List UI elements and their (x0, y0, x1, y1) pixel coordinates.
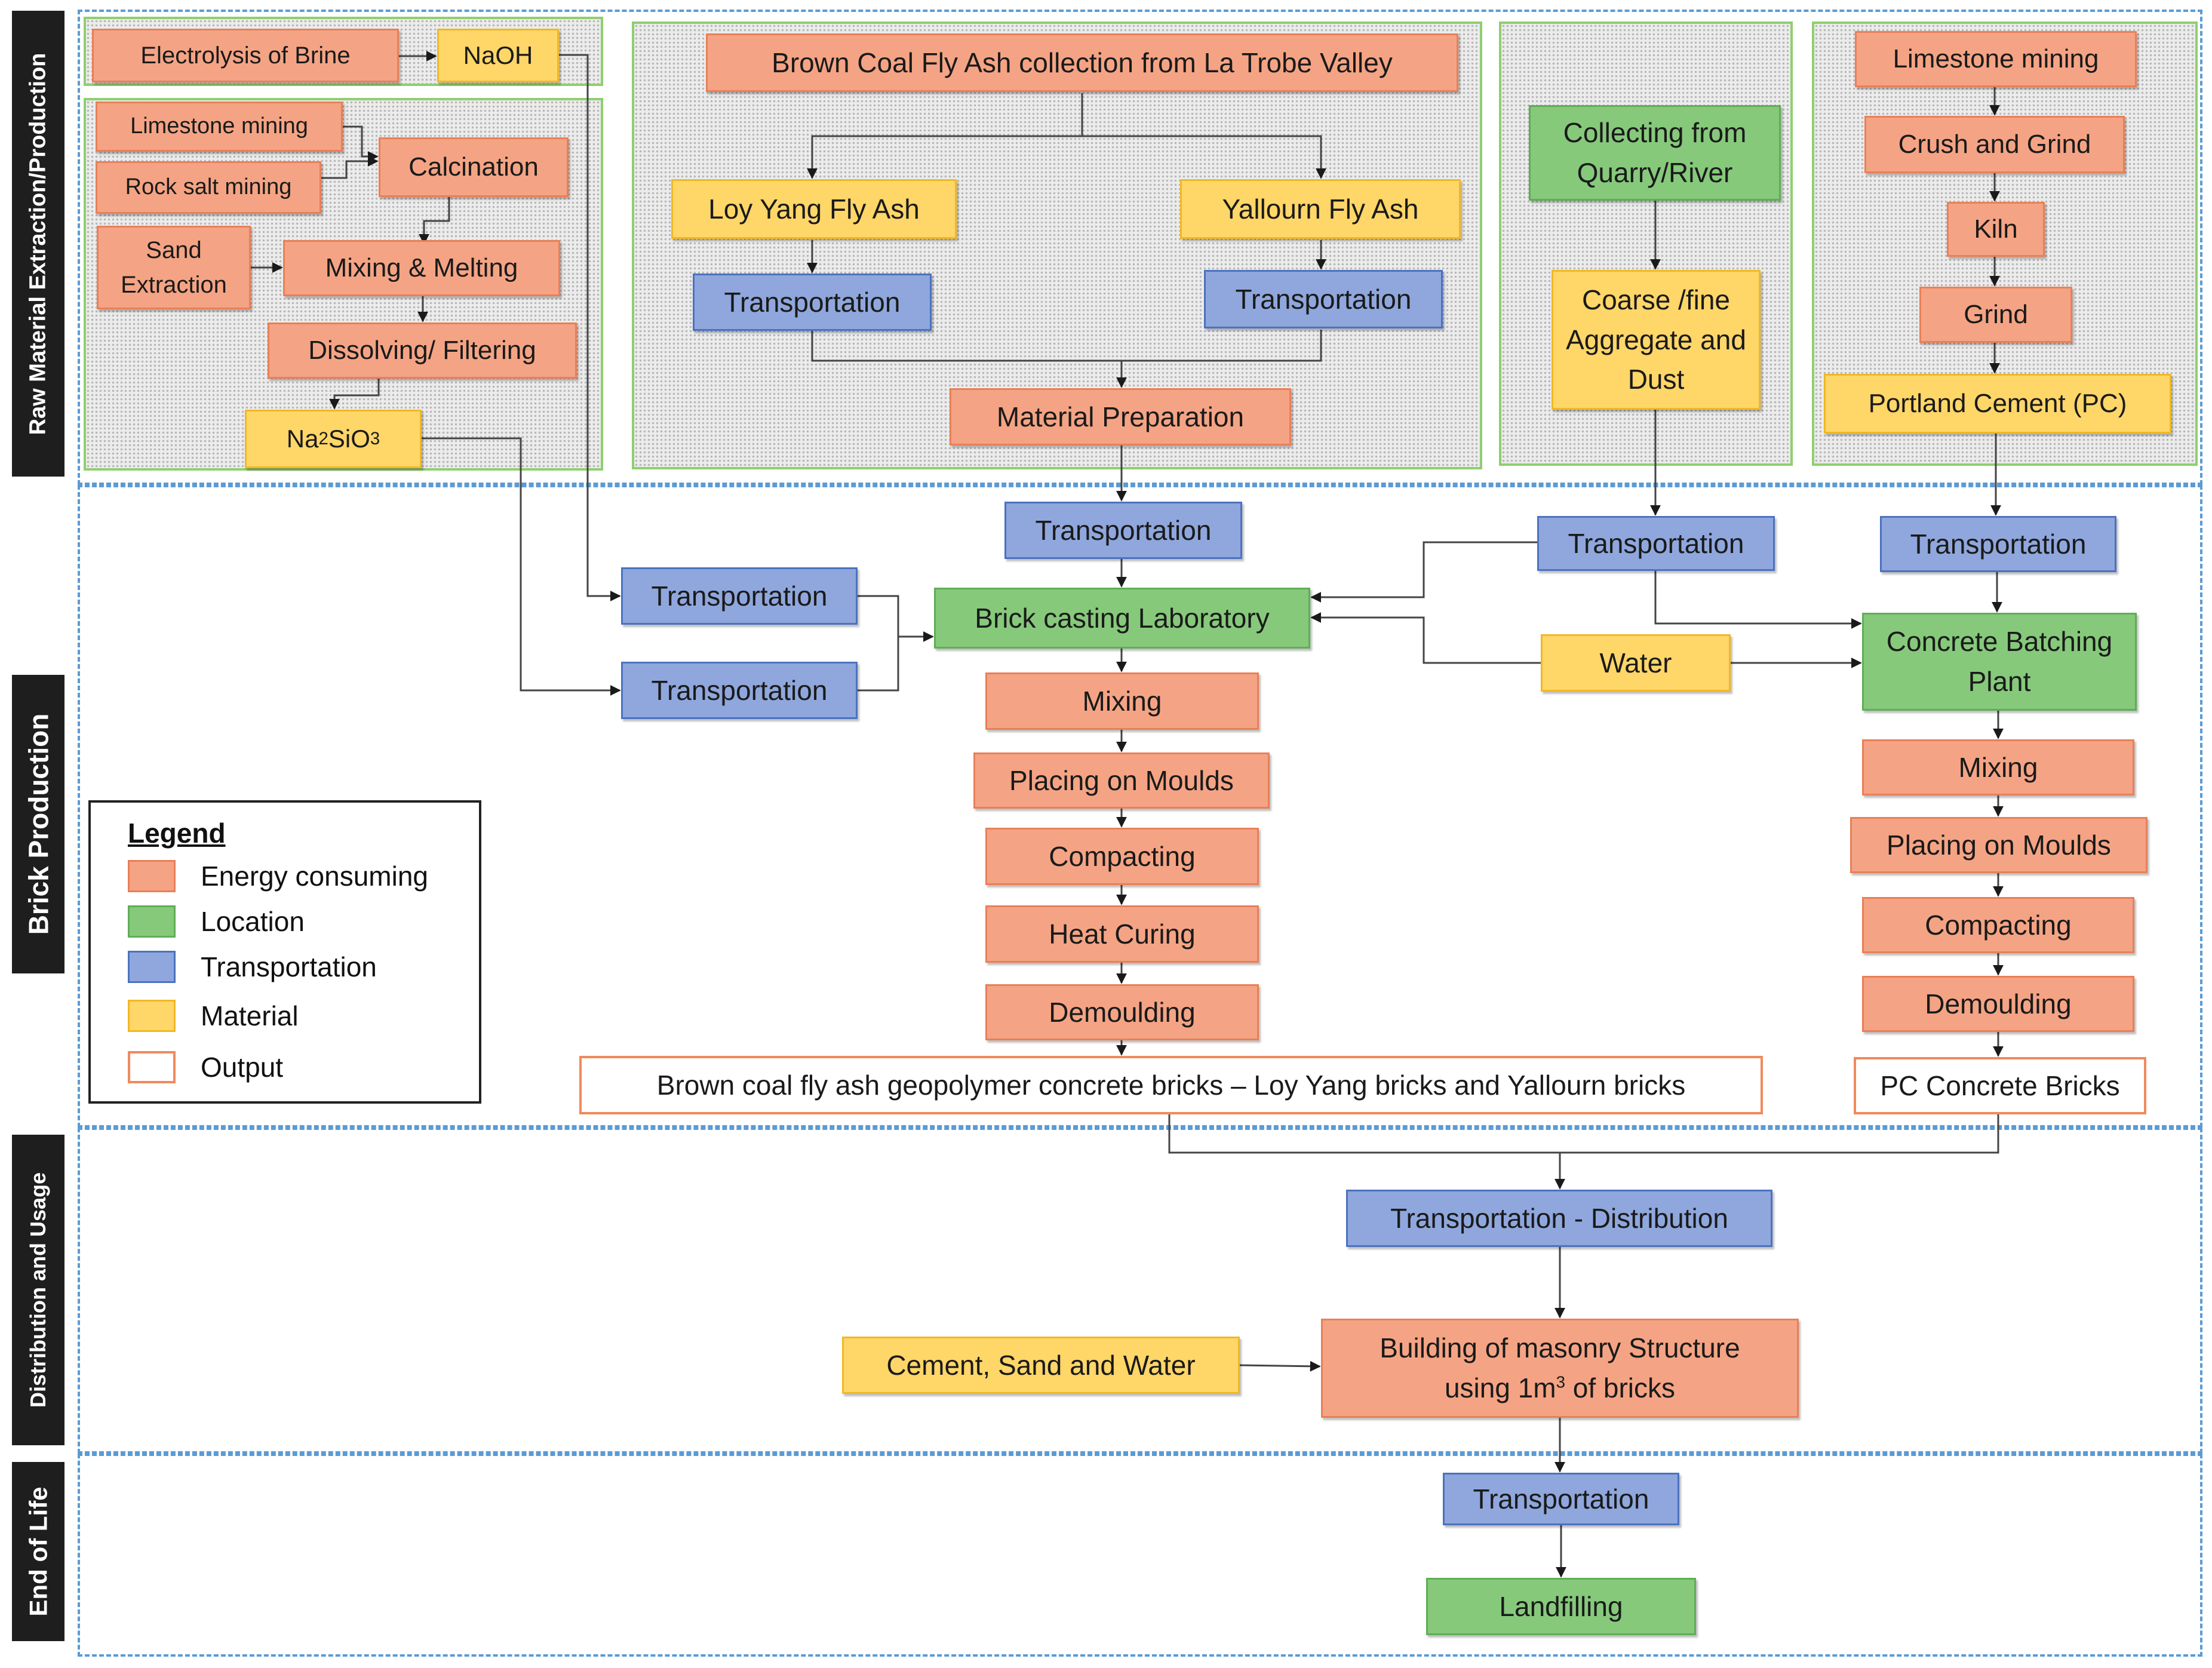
node-brown-coal-fly-ash-collection: Brown Coal Fly Ash collection from La Tr… (706, 33, 1458, 92)
node-yallourn-fly-ash: Yallourn Fly Ash (1180, 179, 1461, 239)
node-gp-heat-curing: Heat Curing (985, 905, 1259, 963)
stage-label-eol: End of Life (12, 1462, 64, 1641)
legend-label-output: Output (201, 1052, 284, 1083)
group-fly-ash (632, 21, 1482, 469)
node-material-preparation: Material Preparation (950, 388, 1291, 446)
stage-label-brick: Brick Production (12, 675, 64, 973)
node-transportation-end-of-life: Transportation (1443, 1473, 1679, 1525)
node-pc-demoulding: Demoulding (1862, 976, 2134, 1032)
node-collecting-from-quarry: Collecting from Quarry/River (1529, 105, 1781, 201)
node-gp-placing-on-moulds: Placing on Moulds (973, 752, 1270, 809)
node-transportation-distribution: Transportation - Distribution (1346, 1190, 1772, 1247)
node-transportation-silicate: Transportation (621, 662, 858, 719)
legend-swatch-transportation (128, 951, 176, 983)
silicate-text-sub1: 2 (318, 428, 328, 449)
legend: Legend Energy consuming Location Transpo… (88, 800, 481, 1104)
node-pc-mixing: Mixing (1862, 739, 2134, 795)
node-brick-casting-laboratory: Brick casting Laboratory (934, 588, 1310, 649)
node-transportation-aggregate: Transportation (1537, 516, 1775, 571)
node-loy-yang-fly-ash: Loy Yang Fly Ash (671, 179, 957, 239)
node-mixing-melting: Mixing & Melting (283, 240, 560, 296)
stage-label-raw: Raw Material Extraction/Production (12, 11, 64, 477)
node-transportation-cement: Transportation (1880, 516, 2116, 572)
stage-region-eol (78, 1454, 2202, 1657)
stage-region-distribution (78, 1128, 2202, 1454)
legend-swatch-output (128, 1051, 176, 1083)
node-landfilling: Landfilling (1426, 1578, 1696, 1635)
node-concrete-batching-plant: Concrete Batching Plant (1862, 613, 2137, 711)
node-grind: Grind (1919, 287, 2072, 343)
node-naoh: NaOH (437, 29, 559, 82)
node-electrolysis-of-brine: Electrolysis of Brine (92, 29, 399, 82)
stage-region-raw (78, 10, 2202, 485)
legend-title: Legend (128, 818, 226, 849)
building-line-2: using 1m3 of bricks (1445, 1368, 1675, 1408)
node-pc-placing-on-moulds: Placing on Moulds (1850, 817, 2148, 873)
node-gp-compacting: Compacting (985, 828, 1259, 885)
legend-row-transportation: Transportation (128, 951, 377, 983)
legend-label-energy: Energy consuming (201, 861, 428, 892)
silicate-text-na: Na (286, 424, 319, 453)
legend-label-material: Material (201, 1000, 299, 1031)
node-cement-sand-water: Cement, Sand and Water (842, 1337, 1240, 1394)
building-text-a: using 1m (1444, 1372, 1556, 1403)
node-rock-salt-mining: Rock salt mining (96, 161, 321, 214)
node-calcination: Calcination (379, 137, 569, 197)
node-geopolymer-bricks-output: Brown coal fly ash geopolymer concrete b… (579, 1056, 1763, 1114)
building-text-b: of bricks (1565, 1372, 1676, 1403)
legend-row-location: Location (128, 905, 305, 938)
legend-swatch-energy (128, 860, 176, 892)
legend-row-material: Material (128, 1000, 299, 1032)
node-dissolving-filtering: Dissolving/ Filtering (268, 322, 577, 379)
node-kiln: Kiln (1947, 202, 2045, 257)
node-crush-and-grind: Crush and Grind (1864, 116, 2125, 173)
node-water: Water (1541, 634, 1731, 692)
building-line-1: Building of masonry Structure (1380, 1332, 1740, 1364)
building-text-sup: 3 (1556, 1372, 1565, 1391)
node-gp-demoulding: Demoulding (985, 984, 1259, 1040)
legend-label-location: Location (201, 906, 305, 937)
legend-label-transportation: Transportation (201, 951, 377, 982)
node-sand-extraction: Sand Extraction (97, 226, 251, 309)
node-portland-cement: Portland Cement (PC) (1824, 374, 2171, 434)
stage-label-distribution: Distribution and Usage (12, 1135, 64, 1445)
node-transportation-yallourn: Transportation (1204, 270, 1443, 328)
legend-row-energy: Energy consuming (128, 860, 428, 892)
node-pc-compacting: Compacting (1862, 897, 2134, 953)
node-limestone-mining-a: Limestone mining (96, 102, 343, 152)
node-building-masonry-structure: Building of masonry Structure using 1m3 … (1321, 1319, 1799, 1418)
silicate-text-sub2: 3 (370, 428, 380, 449)
legend-swatch-location (128, 905, 176, 938)
node-gp-mixing: Mixing (985, 672, 1259, 730)
silicate-text-sio: SiO (328, 424, 370, 453)
node-transportation-loy-yang: Transportation (693, 274, 932, 331)
node-transportation-naoh: Transportation (621, 567, 858, 625)
node-pc-concrete-bricks-output: PC Concrete Bricks (1854, 1057, 2146, 1114)
node-limestone-mining-b: Limestone mining (1855, 31, 2137, 87)
legend-swatch-material (128, 1000, 176, 1032)
node-coarse-fine-aggregate: Coarse /fine Aggregate and Dust (1552, 270, 1761, 410)
node-transportation-material-prep: Transportation (1004, 502, 1242, 559)
stage-region-brick (78, 485, 2202, 1128)
legend-row-output: Output (128, 1051, 283, 1083)
